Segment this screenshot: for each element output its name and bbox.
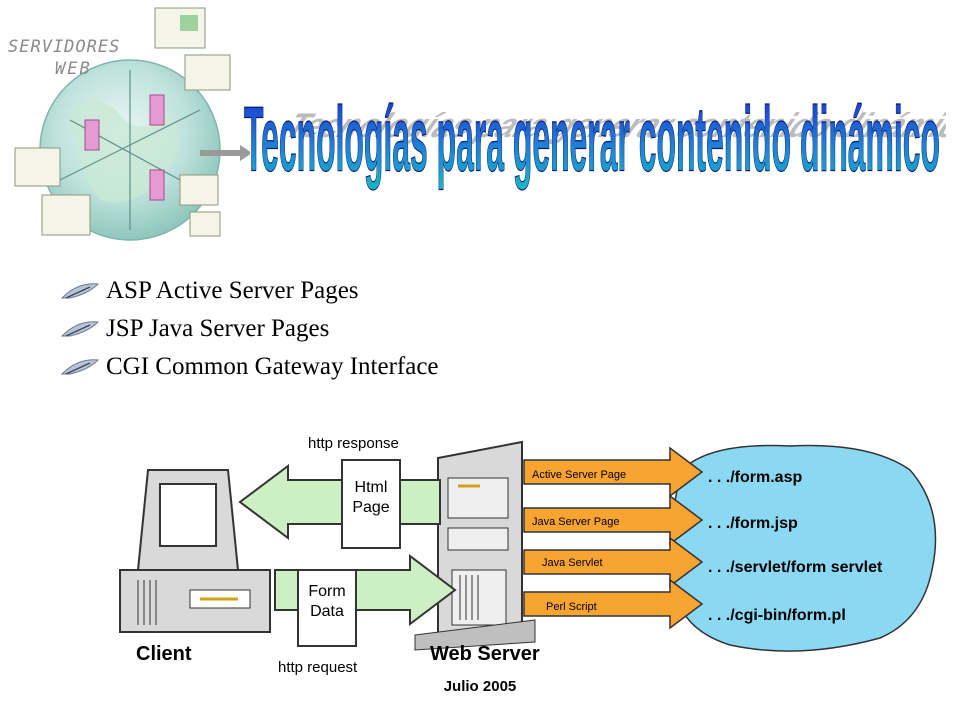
tech-label: Java Servlet (542, 557, 603, 569)
form-data-label-1: Form (308, 583, 345, 600)
footer-date: Julio 2005 (443, 678, 517, 695)
http-response-arrow (238, 464, 441, 540)
tech-arrow-jsp: Java Server Page . . ./form.jsp (523, 494, 798, 546)
bullet-item: ASP Active Server Pages (60, 272, 439, 310)
title-text: Tecnologías para generar contenido dinám… (244, 88, 940, 190)
bullet-list: ASP Active Server Pages JSP Java Server … (60, 272, 439, 386)
tech-arrow-servlet: Java Servlet . . ./servlet/form servlet (523, 536, 883, 588)
bullet-text: ASP Active Server Pages (106, 277, 359, 304)
web-server-icon (414, 440, 536, 651)
feather-bullet-icon (60, 359, 100, 375)
html-page-label-1: Html (355, 479, 388, 496)
web-architecture-diagram: Html Page Form Data http response http r… (119, 435, 937, 675)
page-title: Tecnologías para generar contenido dinám… (243, 88, 946, 192)
bullet-text: CGI Common Gateway Interface (106, 353, 439, 380)
globe-network-icon: SERVIDORES WEB (8, 7, 250, 241)
tech-path: . . ./form.jsp (708, 515, 798, 532)
http-response-label: http response (308, 435, 399, 452)
logo-line1: SERVIDORES (8, 37, 120, 57)
tech-path: . . ./form.asp (708, 469, 802, 486)
html-page-label-2: Page (352, 499, 389, 516)
html-page-card (341, 459, 401, 549)
feather-bullet-icon (60, 321, 100, 337)
tech-path: . . ./servlet/form servlet (708, 559, 883, 576)
tech-label: Active Server Page (532, 469, 626, 481)
http-request-label: http request (278, 659, 358, 675)
logo-line2: WEB (55, 59, 92, 79)
bullet-item: CGI Common Gateway Interface (60, 348, 439, 386)
tech-path: . . ./cgi-bin/form.pl (708, 607, 846, 624)
tech-label: Perl Script (546, 601, 597, 613)
tech-label: Java Server Page (532, 516, 619, 528)
tech-arrow-perl: Perl Script . . ./cgi-bin/form.pl (523, 578, 846, 630)
form-data-label-2: Data (310, 603, 344, 620)
bullet-item: JSP Java Server Pages (60, 310, 439, 348)
client-label: Client (136, 643, 192, 665)
web-server-label: Web Server (430, 643, 540, 665)
form-data-card (297, 569, 357, 647)
client-computer-icon (119, 469, 271, 633)
bullet-text: JSP Java Server Pages (106, 315, 330, 342)
feather-bullet-icon (60, 283, 100, 299)
title-shadow: Tecnologías para generar contenido dinám… (276, 107, 946, 145)
tech-arrow-asp: Active Server Page . . ./form.asp (523, 446, 802, 498)
